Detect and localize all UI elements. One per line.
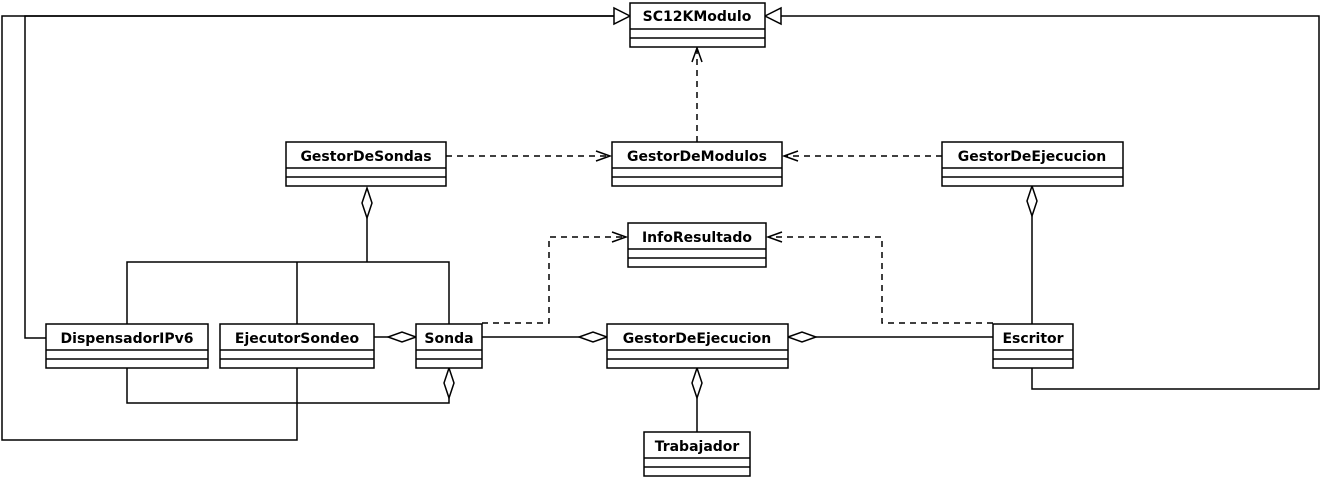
class-name-dispensador-ipv6: DispensadorIPv6 [61, 331, 194, 347]
dependency-arrowhead-modulos-left [595, 150, 613, 162]
class-name-info-resultado: InfoResultado [642, 230, 752, 246]
dependency-arrowhead-modulos-right [781, 150, 799, 162]
aggregation-diamond-ejecucion-right [785, 331, 819, 343]
class-name-gestor-de-sondas: GestorDeSondas [300, 149, 431, 165]
class-name-gestor-de-modulos: GestorDeModulos [627, 149, 767, 165]
aggregation-diamond-ejecucion-bottom [691, 365, 703, 401]
class-sonda[interactable]: Sonda [415, 323, 483, 369]
class-gestor-de-ejecucion-top[interactable]: GestorDeEjecucion [941, 141, 1124, 187]
aggregation-edge-sondas-branch [126, 261, 450, 324]
class-trabajador[interactable]: Trabajador [643, 431, 751, 477]
class-gestor-de-modulos[interactable]: GestorDeModulos [611, 141, 783, 187]
class-sc12kmodulo[interactable]: SC12KModulo [629, 2, 766, 48]
class-name-ejecutor-sondeo: EjecutorSondeo [235, 331, 360, 347]
class-dispensador-ipv6[interactable]: DispensadorIPv6 [45, 323, 209, 369]
class-escritor[interactable]: Escritor [992, 323, 1074, 369]
dependency-edge-escritor-info [770, 236, 993, 324]
class-ejecutor-sondeo[interactable]: EjecutorSondeo [219, 323, 375, 369]
inheritance-edge-ejecutor [1, 15, 614, 441]
inheritance-edge-escritor [781, 15, 1320, 390]
dependency-arrowhead-info-right [765, 231, 783, 243]
dependency-edge-sonda-info [482, 236, 624, 324]
aggregation-edge-sonda-dispensador [126, 368, 450, 404]
aggregation-diamond-sonda-left [385, 331, 419, 343]
dependency-arrowhead-sc12k [691, 45, 703, 63]
inheritance-arrowhead-left [613, 6, 632, 26]
class-info-resultado[interactable]: InfoResultado [627, 222, 767, 268]
class-name-sonda: Sonda [424, 331, 473, 347]
class-gestor-de-ejecucion-mid[interactable]: GestorDeEjecucion [606, 323, 789, 369]
class-name-gestor-de-ejecucion-top: GestorDeEjecucion [958, 149, 1106, 165]
inheritance-arrowhead-right [763, 6, 782, 26]
aggregation-diamond-ejecucion-left [576, 331, 610, 343]
aggregation-diamond-ejecucion-top [1026, 183, 1038, 219]
class-name-gestor-de-ejecucion-mid: GestorDeEjecucion [623, 331, 771, 347]
class-gestor-de-sondas[interactable]: GestorDeSondas [285, 141, 447, 187]
dependency-arrowhead-info-left [611, 231, 629, 243]
class-name-trabajador: Trabajador [655, 439, 740, 455]
aggregation-diamond-sondas [361, 185, 373, 221]
class-name-sc12kmodulo: SC12KModulo [643, 9, 752, 25]
class-name-escritor: Escritor [1002, 331, 1063, 347]
aggregation-diamond-sonda-bottom [443, 365, 455, 401]
